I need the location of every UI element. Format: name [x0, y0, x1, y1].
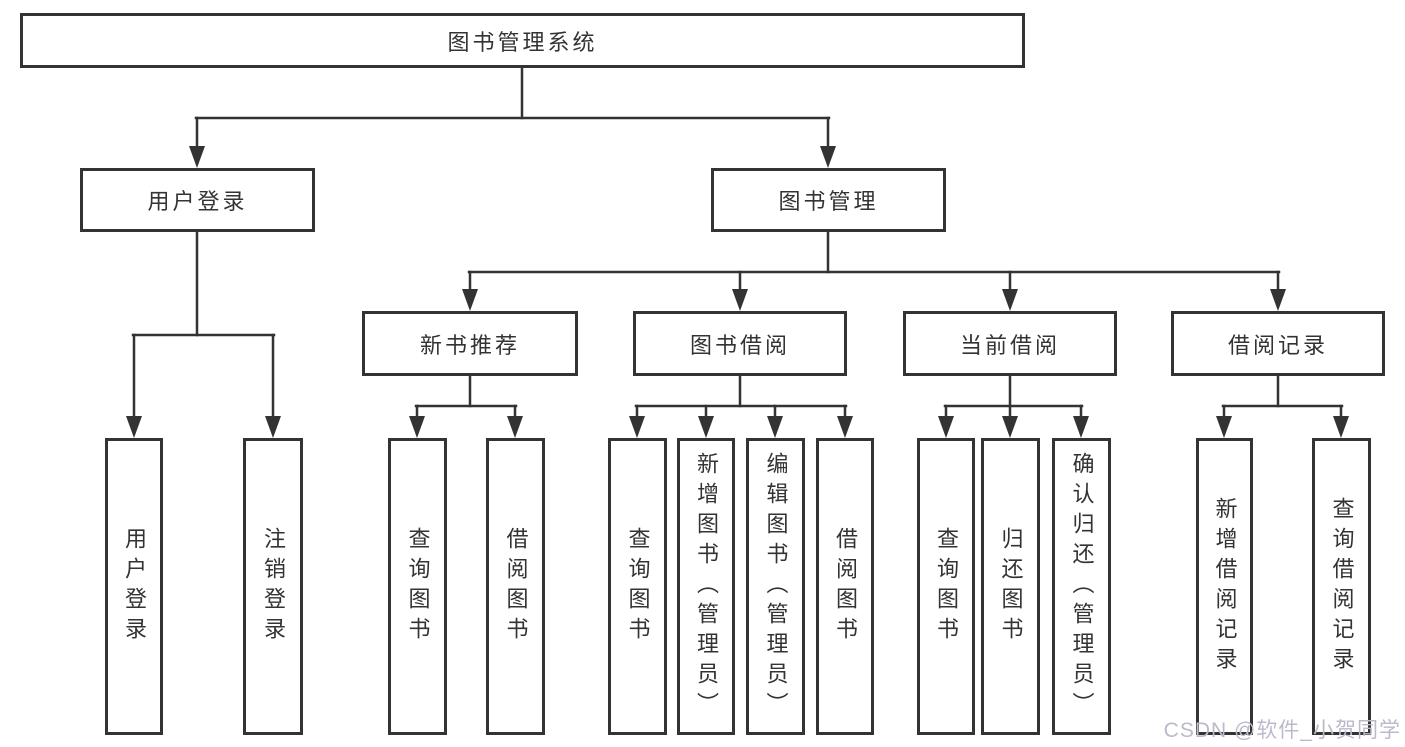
leaf-br-query-record: 查询借阅记录 [1312, 438, 1371, 735]
node-current-borrowing-label: 当前借阅 [959, 332, 1060, 358]
leaf-cb-return-books: 归还图书 [981, 438, 1040, 735]
leaf-logout-login-label: 注销登录 [261, 526, 286, 647]
csdn-watermark: CSDN @软件_小贺同学 [1163, 719, 1401, 742]
leaf-bb-query-books-label: 查询图书 [625, 526, 651, 647]
leaf-cb-return-books-label: 归还图书 [998, 526, 1024, 647]
leaf-bb-add-books-admin: 新增图书（管理员） [677, 438, 735, 735]
leaf-br-add-record: 新增借阅记录 [1196, 438, 1253, 735]
leaf-bb-borrow-books-label: 借阅图书 [833, 526, 858, 647]
node-user-login: 用户登录 [80, 168, 315, 232]
leaf-br-query-record-label: 查询借阅记录 [1329, 496, 1355, 677]
leaf-bb-borrow-books: 借阅图书 [816, 438, 874, 735]
leaf-nb-query-books: 查询图书 [388, 438, 447, 735]
leaf-bb-edit-books-admin: 编辑图书（管理员） [746, 438, 805, 735]
leaf-cb-confirm-return-admin: 确认归还（管理员） [1052, 438, 1111, 735]
leaf-bb-edit-books-admin-label: 编辑图书（管理员） [763, 451, 789, 722]
leaf-nb-borrow-books: 借阅图书 [486, 438, 545, 735]
leaf-bb-query-books: 查询图书 [608, 438, 667, 735]
node-book-management-label: 图书管理 [778, 189, 879, 214]
node-book-borrowing: 图书借阅 [633, 311, 847, 376]
leaf-br-add-record-label: 新增借阅记录 [1212, 496, 1238, 677]
leaf-cb-query-books-label: 查询图书 [934, 526, 959, 647]
leaf-logout-login: 注销登录 [243, 438, 303, 735]
leaf-user-login: 用户登录 [105, 438, 163, 735]
leaf-cb-confirm-return-admin-label: 确认归还（管理员） [1069, 451, 1095, 722]
leaf-cb-query-books: 查询图书 [917, 438, 975, 735]
leaf-user-login-label: 用户登录 [122, 526, 147, 647]
node-library-system: 图书管理系统 [20, 13, 1025, 68]
node-borrowing-records: 借阅记录 [1171, 311, 1385, 376]
leaf-bb-add-books-admin-label: 新增图书（管理员） [694, 451, 719, 722]
node-library-system-label: 图书管理系统 [447, 29, 598, 55]
node-book-management: 图书管理 [711, 168, 946, 232]
node-book-borrowing-label: 图书借阅 [689, 332, 790, 358]
node-current-borrowing: 当前借阅 [903, 311, 1117, 376]
leaf-nb-borrow-books-label: 借阅图书 [503, 526, 529, 647]
node-new-book-recommend: 新书推荐 [362, 311, 578, 376]
node-borrowing-records-label: 借阅记录 [1227, 332, 1328, 358]
node-user-login-label: 用户登录 [147, 189, 248, 214]
node-new-book-recommend-label: 新书推荐 [419, 332, 520, 358]
leaf-nb-query-books-label: 查询图书 [405, 526, 431, 647]
